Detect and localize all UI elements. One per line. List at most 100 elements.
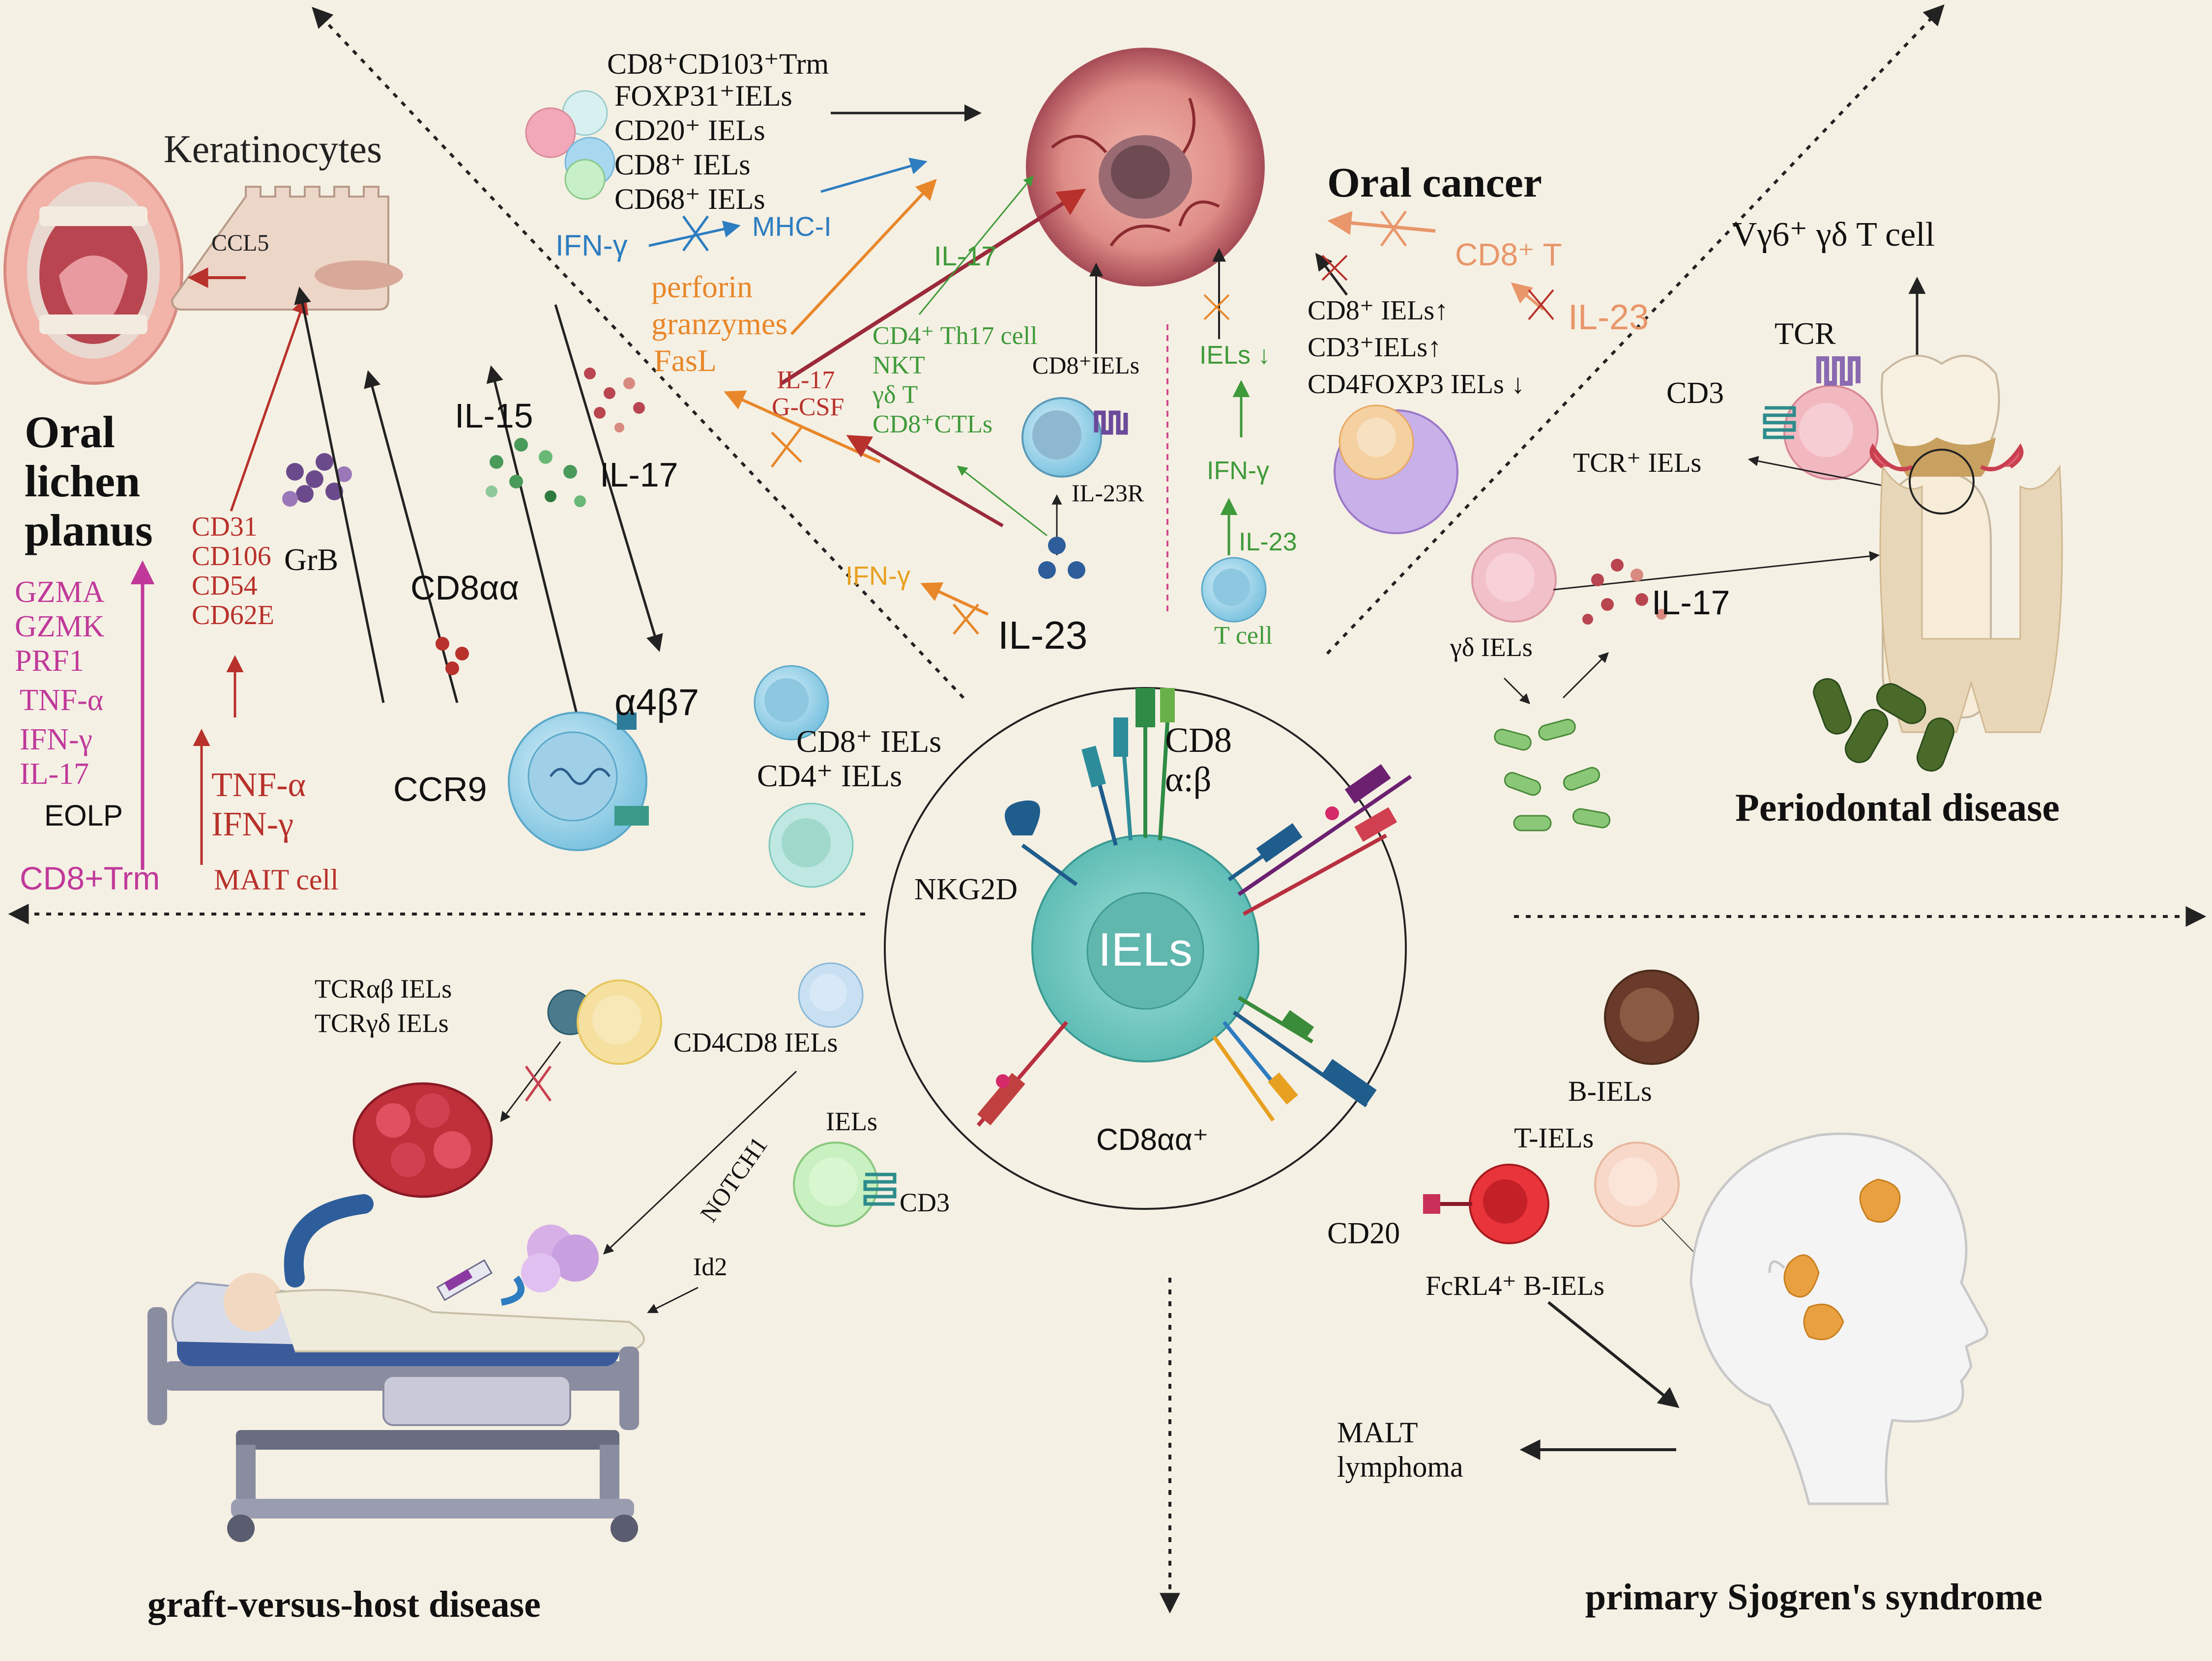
cd8-label: CD8 <box>1165 720 1232 760</box>
tcr-iel-cell <box>1763 356 1879 480</box>
il17-green: IL-17 <box>934 240 997 271</box>
cancer-list-cd20: CD20⁺ IELs <box>614 114 765 146</box>
trm-prf1: PRF1 <box>15 644 84 678</box>
effector-granzymes: granzymes <box>651 306 787 341</box>
periodontal-title: Periodontal disease <box>1735 786 2060 830</box>
adh-cd62e: CD62E <box>192 600 274 630</box>
vg6-label: Vγ6⁺ γδ T cell <box>1732 216 1935 254</box>
olp-title-line2: lichen <box>25 456 140 506</box>
cancer-list-cd8: CD8⁺ IELs <box>614 148 751 181</box>
eolp-label: EOLP <box>44 799 123 832</box>
grb-label: GrB <box>284 542 338 577</box>
t-iel-cell <box>1594 1142 1680 1227</box>
trm-gzmk: GZMK <box>15 610 105 643</box>
syringe-cells-icon <box>436 1225 599 1306</box>
cancer-tcell-label: T cell <box>1214 622 1273 650</box>
change-cd8: CD8⁺ IELs↑ <box>1308 295 1448 326</box>
tumor-icon <box>1026 48 1265 286</box>
adh-cd31: CD31 <box>192 512 258 542</box>
hospital-bed-icon <box>147 1273 645 1542</box>
cancer-cd8-iels: CD8⁺IELs <box>1032 351 1139 379</box>
il17-granules-perio <box>1582 559 1667 625</box>
gvhd-cd3-label: CD3 <box>900 1188 950 1217</box>
il17-granules-lichen <box>584 368 645 432</box>
cd4-iels-lichen: CD4⁺ IELs <box>757 758 902 793</box>
malt-line1: MALT <box>1337 1416 1418 1449</box>
open-mouth-icon <box>3 156 183 385</box>
cd8trm-label: CD8+Trm <box>20 860 160 896</box>
mait-tnfa: TNF-α <box>211 766 306 804</box>
head-profile-icon <box>1689 1132 1988 1505</box>
nkg2d-label: NKG2D <box>914 873 1018 906</box>
olp-title-line3: planus <box>25 505 153 555</box>
cd8-cd4-iel-cells <box>754 665 854 888</box>
ccr9-label: CCR9 <box>393 770 487 808</box>
gvhd-tcrab: TCRαβ IELs <box>315 974 452 1003</box>
tcr-label: TCR <box>1775 316 1836 351</box>
dark-bacteria-icons <box>1813 678 1955 772</box>
gd-iel-cell <box>1471 537 1557 623</box>
fcrl4-label: FcRL4⁺ B-IELs <box>1426 1271 1604 1301</box>
th17-gdt: γδ T <box>872 381 918 409</box>
adh-cd54: CD54 <box>192 571 258 601</box>
il15-granules <box>486 438 586 507</box>
keratinocytes-label: Keratinocytes <box>164 128 382 171</box>
gvhd-iel-cd3-cell <box>793 1142 897 1227</box>
ccr9-iel-cell <box>508 712 649 851</box>
il17-gcsf-gcsf: G-CSF <box>772 393 844 421</box>
change-cd3: CD3⁺IELs↑ <box>1308 332 1441 363</box>
mait-label: MAIT cell <box>214 863 339 896</box>
cd4cd8-iel-cell <box>798 962 864 1028</box>
il17-label-lichen: IL-17 <box>600 456 678 494</box>
cd8t-label: CD8⁺ T <box>1455 237 1562 272</box>
il23r-cell <box>1021 397 1128 579</box>
change-cd4foxp3: CD4FOXP3 IELs ↓ <box>1308 369 1525 400</box>
trm-ifng: IFN-γ <box>20 723 92 756</box>
il23-big: IL-23 <box>998 613 1087 657</box>
olp-title-line1: Oral <box>25 407 115 457</box>
perio-cd3-label: CD3 <box>1666 376 1724 410</box>
cancer-list-cd68: CD68⁺ IELs <box>614 183 765 215</box>
ccl5-label: CCL5 <box>211 230 269 256</box>
oral-lichen-planus-panel: Keratinocytes CCL5 Oral lichen planus GZ… <box>3 128 941 896</box>
id2-label: Id2 <box>693 1253 727 1281</box>
effector-fasl: FasL <box>654 343 717 378</box>
il23-green: IL-23 <box>1239 528 1297 556</box>
cd4cd8-iels: CD4CD8 IELs <box>673 1028 838 1058</box>
il17-gcsf-il17: IL-17 <box>777 366 835 394</box>
cancer-right-cells <box>1334 404 1458 534</box>
il23-right: IL-23 <box>1568 298 1649 337</box>
trm-il17: IL-17 <box>20 757 89 791</box>
mhc-label: MHC-I <box>752 211 832 242</box>
grb-granules <box>282 453 352 507</box>
notch-label: NOTCH1 <box>695 1132 773 1227</box>
cancer-list-cd8cd103: CD8⁺CD103⁺Trm <box>607 48 829 80</box>
effector-perforin: perforin <box>651 269 753 304</box>
th17-nkt: NKT <box>873 351 925 379</box>
cd8aa-granules <box>436 637 469 675</box>
il15-label: IL-15 <box>455 397 533 435</box>
cancer-tcell <box>1201 557 1267 623</box>
cd20-b-cell <box>1423 1164 1549 1244</box>
tcr-ab-gd-cell <box>547 979 662 1065</box>
cd20-label: CD20 <box>1327 1217 1400 1250</box>
gvhd-panel: TCRαβ IELs TCRγδ IELs CD4CD8 IELs IELs C… <box>147 962 950 1625</box>
b-iel-cell <box>1604 970 1699 1065</box>
dotted-dividers <box>8 4 2207 1614</box>
cd8aa-label: CD8αα <box>410 569 519 607</box>
iels-down: IELs ↓ <box>1199 341 1271 370</box>
il17-perio: IL-17 <box>1652 583 1730 622</box>
gvhd-tcrgd: TCRγδ IELs <box>315 1008 449 1038</box>
gd-iels-label: γδ IELs <box>1450 632 1533 662</box>
th17-cd4: CD4⁺ Th17 cell <box>873 322 1038 350</box>
t-iels-label: T-IELs <box>1514 1122 1594 1154</box>
mait-ifng: IFN-γ <box>211 805 293 843</box>
sjogren-panel: B-IELs T-IELs CD20 FcRL4⁺ B-IELs MALT ly… <box>1327 970 2042 1618</box>
sjogren-title: primary Sjogren's syndrome <box>1585 1576 2042 1618</box>
gvhd-title: graft-versus-host disease <box>147 1584 541 1625</box>
gvhd-iels-label: IELs <box>826 1107 877 1136</box>
b-iels-label: B-IELs <box>1568 1075 1652 1107</box>
periodontal-panel: Vγ6⁺ γδ T cell TCR CD3 TCR⁺ IELs <box>1450 216 2063 831</box>
tooth-icon <box>1869 355 2063 733</box>
